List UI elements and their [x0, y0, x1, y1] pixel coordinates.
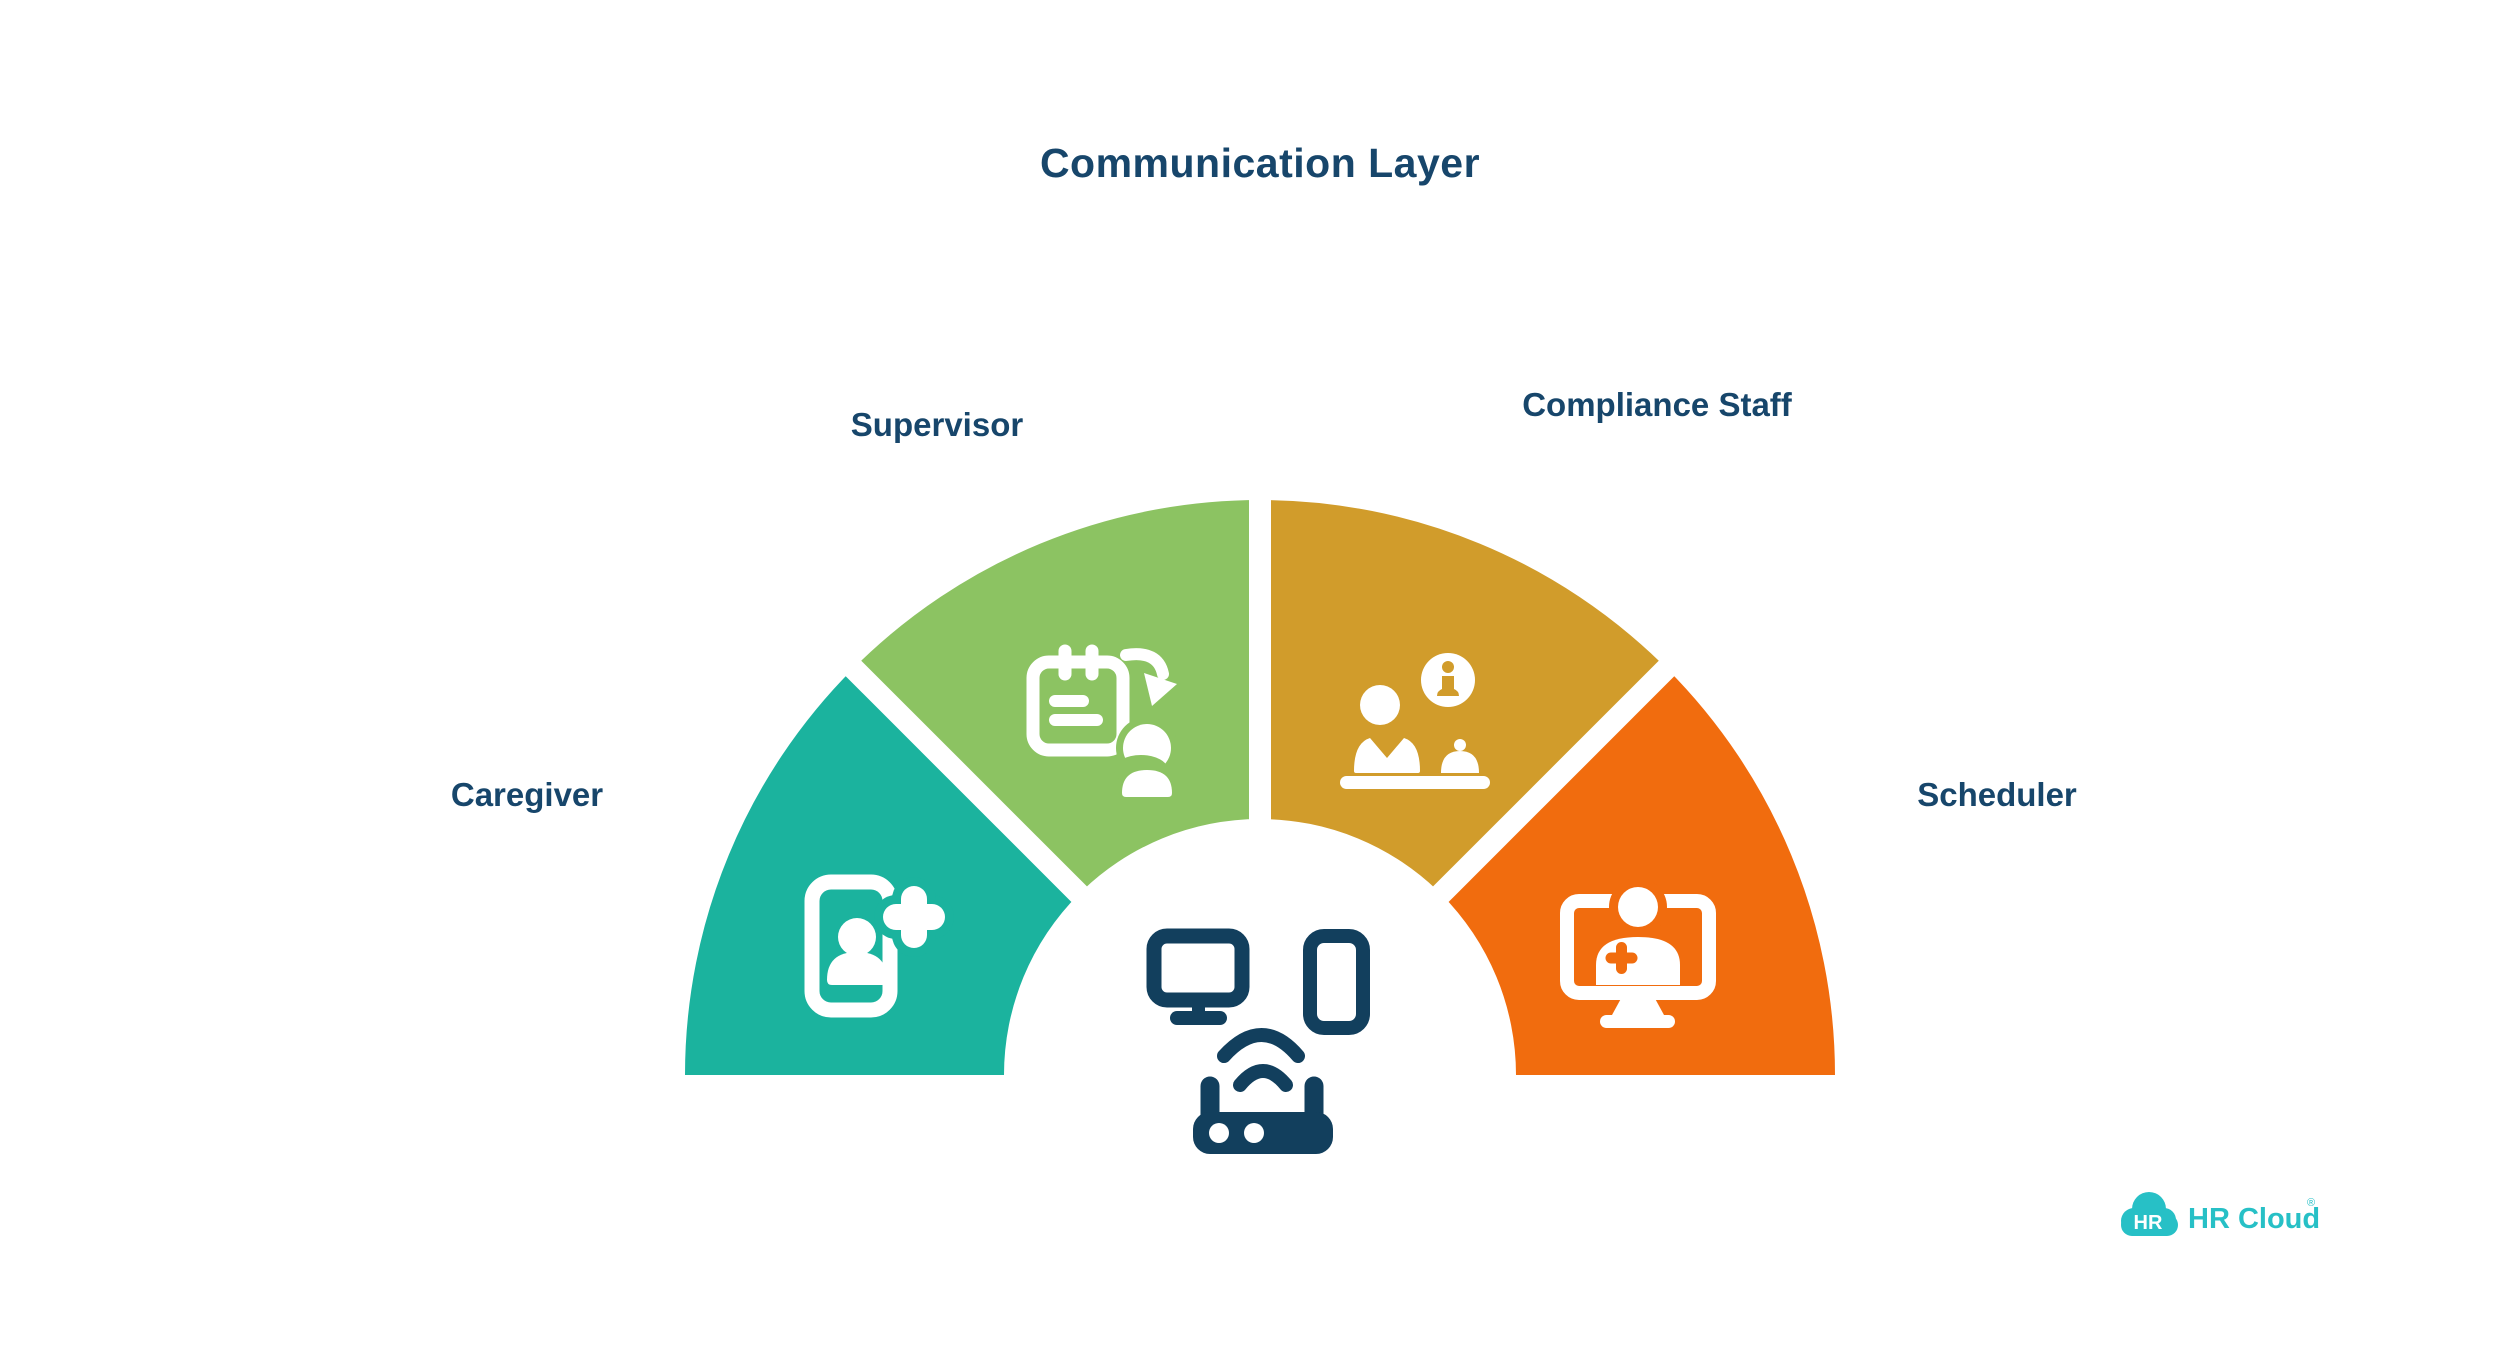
staff-head [1360, 685, 1400, 725]
staff-body [1354, 738, 1420, 773]
wifi-outer-arc [1217, 1028, 1305, 1063]
compliance-reception-info-icon [1340, 653, 1490, 789]
hr-cloud-logo: HR HR Cloud ® [2121, 1192, 2320, 1236]
wifi-inner-arc [1233, 1064, 1293, 1092]
segment-label-caregiver: Caregiver [450, 776, 604, 813]
caregiver-mobile-care-icon [804, 874, 954, 1018]
segment-label-supervisor: Supervisor [850, 406, 1024, 443]
notepad-rings [1058, 644, 1099, 681]
phone-outline [804, 874, 898, 1018]
hub-phone-outline [1303, 929, 1370, 1035]
desk-bar [1340, 776, 1490, 789]
medical-cross-icon [1605, 942, 1638, 974]
page-title: Communication Layer [1039, 140, 1481, 186]
notepad-outline [1026, 655, 1130, 757]
info-i-dot [1442, 661, 1454, 673]
person-shoulders [1122, 770, 1172, 797]
segment-label-scheduler: Scheduler [1917, 776, 2077, 813]
hub-connected-devices-icon [1146, 928, 1370, 1154]
logo-registered-mark: ® [2307, 1197, 2315, 1209]
logo-badge-text: HR [2134, 1212, 2163, 1234]
info-i-stem [1437, 676, 1459, 696]
scheduler-telehealth-icon [1560, 878, 1716, 1028]
router-led-right [1244, 1123, 1264, 1143]
notepad-lines [1049, 695, 1103, 726]
router-led-left [1209, 1123, 1229, 1143]
service-bell-icon [1441, 751, 1479, 773]
monitor-stand [1612, 993, 1664, 1015]
logo-brand-text: HR Cloud [2188, 1203, 2320, 1235]
caregiver-sector [684, 668, 1079, 1075]
patient-shoulders [827, 952, 887, 985]
monitor-base [1600, 1015, 1675, 1028]
segment-label-compliance: Compliance Staff [1522, 386, 1792, 423]
hub-monitor-base [1170, 1011, 1227, 1025]
patient-head [838, 918, 876, 956]
transfer-arrowhead [1144, 673, 1177, 706]
supervisor-task-handover-icon [1026, 644, 1178, 797]
hr-cloud-badge-icon [2121, 1192, 2178, 1236]
transfer-arrow [1120, 648, 1169, 680]
medical-plus-icon [883, 886, 945, 948]
scheduler-sector [1441, 668, 1835, 1075]
bell-knob [1454, 739, 1466, 751]
nurse-head [1618, 887, 1658, 927]
hub-monitor-stem [1192, 997, 1205, 1013]
